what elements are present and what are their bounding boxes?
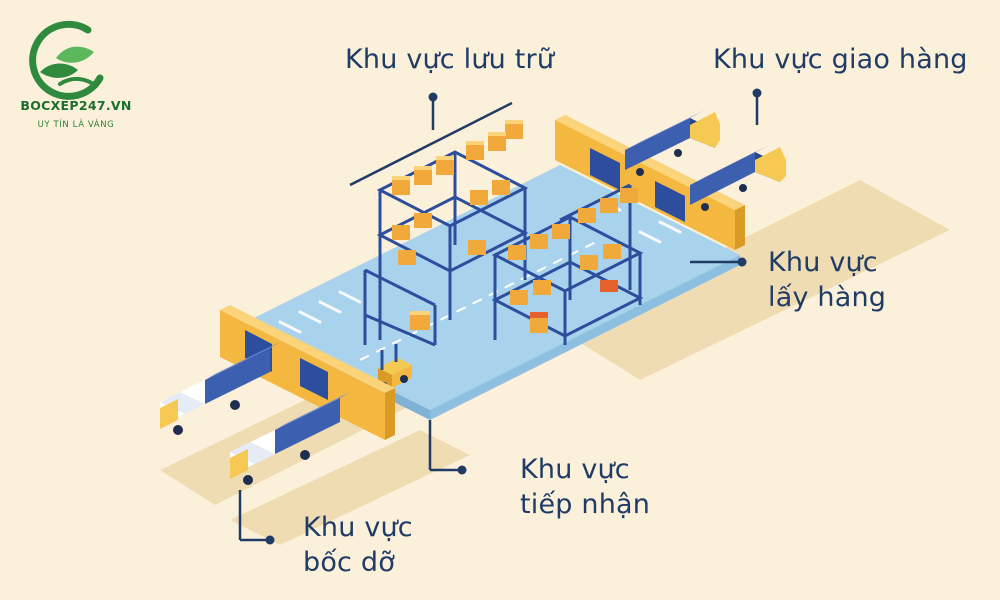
boxes-right: [508, 188, 638, 333]
delivery-zone-label: Khu vực giao hàng: [713, 42, 968, 77]
delivery-truck-1: [625, 110, 720, 176]
label-leader-lines: [238, 93, 759, 542]
delivery-zone-text: Khu vực giao hàng: [713, 44, 968, 75]
picking-zone-line2: lấy hàng: [768, 282, 887, 314]
delivery-truck-2: [690, 145, 786, 211]
loading-zone-line1: Khu vực: [303, 512, 413, 543]
boxes-left: [392, 120, 523, 330]
receiving-zone-line1: Khu vực: [520, 454, 630, 485]
storage-zone-text: Khu vực lưu trữ: [345, 44, 555, 75]
picking-zone-line1: Khu vực: [768, 247, 878, 278]
picking-zone-label: Khu vực lấy hàng: [768, 245, 886, 315]
loading-truck-1: [160, 342, 280, 435]
label-leader-dots: [265, 88, 762, 545]
brand-name: BOCXEP247.VN: [20, 98, 132, 113]
loading-zone-label: Khu vực bốc dỡ: [303, 510, 413, 580]
brand-slogan: UY TÍN LÀ VÀNG: [37, 120, 115, 130]
receiving-zone-label: Khu vực tiếp nhận: [520, 452, 650, 522]
logo-emblem: [29, 20, 104, 100]
storage-zone-label: Khu vực lưu trữ: [345, 42, 554, 77]
receiving-zone-line2: tiếp nhận: [520, 489, 651, 521]
loading-zone-line2: bốc dỡ: [303, 547, 395, 579]
loading-truck-2: [230, 392, 350, 485]
